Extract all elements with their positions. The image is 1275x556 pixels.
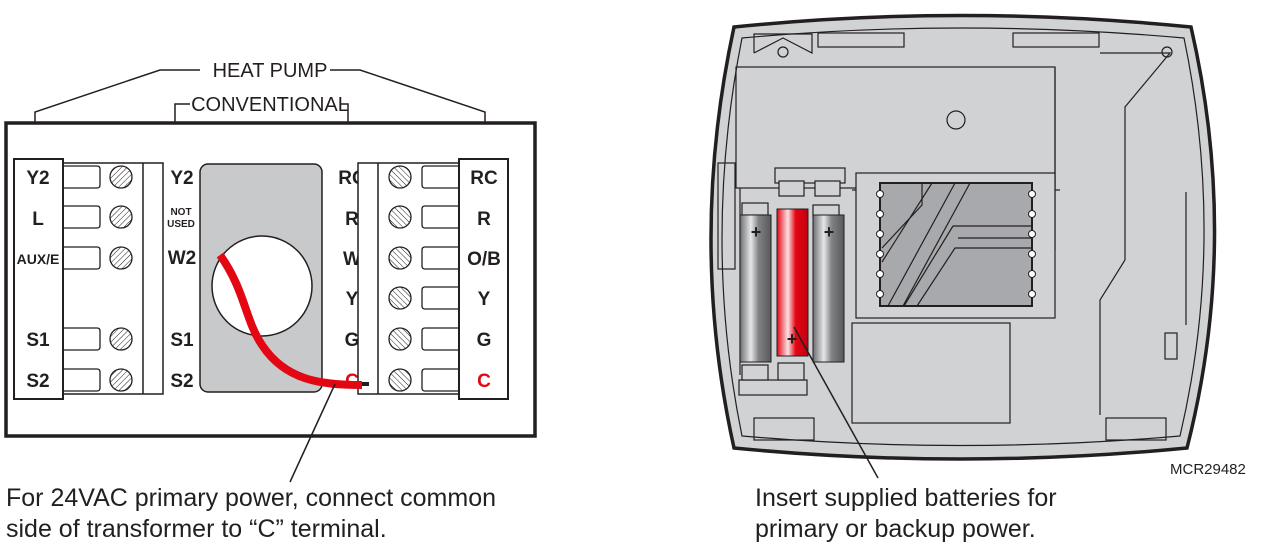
terminal-w2: W2 [168,248,197,269]
board-pin [1028,210,1036,218]
terminal-w: W [343,249,361,270]
terminal-screw-icon [109,165,133,189]
battery-right [812,214,845,363]
terminal-r: R [345,209,359,230]
circuit-board [879,182,1033,307]
terminal-s2: S2 [26,371,49,392]
thermostat-back: + + + MCR29482 Insert supplied batteries… [709,13,1246,543]
wiring-diagram: HEAT PUMP CONVENTIONAL Y2 L AUX/E S1 S2 … [4,60,537,543]
terminal-y: Y [346,289,359,310]
conventional-label: CONVENTIONAL [191,94,349,116]
wiring-caption-line1: For 24VAC primary power, connect common [6,484,496,512]
board-pins [876,190,1036,298]
wiring-caption-line2: side of transformer to “C” terminal. [6,515,387,543]
terminal-aux-e: AUX/E [17,251,60,267]
board-pin [1028,270,1036,278]
terminal-tab [421,165,460,189]
board-pin [1028,230,1036,238]
not-used-line2: USED [167,219,195,230]
terminal-tab [421,368,460,392]
heat-pump-label: HEAT PUMP [213,60,328,82]
terminal-tab [63,246,101,270]
common-wire [216,252,363,389]
battery-plus-middle: + [787,329,798,349]
terminal-tab [421,246,460,270]
wire-tip [362,382,369,386]
board-pin [876,270,884,278]
terminal-tab [63,205,101,229]
board-pin [876,290,884,298]
terminal-screw-icon [388,368,412,392]
caption-leader [289,383,336,483]
battery-caption-line1: Insert supplied batteries for [755,484,1057,512]
terminal-s1: S1 [26,330,50,351]
hp-terminal-r: R [477,209,491,230]
terminal-screw-icon [388,286,412,310]
terminal-s2-conventional: S2 [170,371,193,392]
terminal-y2: Y2 [26,168,49,189]
mounting-hole [946,110,966,130]
terminal-tab [421,286,460,310]
hp-terminal-o-b: O/B [467,249,501,270]
not-used-line1: NOT [170,207,191,218]
right-terminal-block: RC R O/B Y G C [357,158,509,400]
terminal-screw-icon [388,246,412,270]
wire-hole [211,235,313,337]
battery-highlighted [776,208,809,357]
terminal-screw-icon [109,368,133,392]
board-pin [876,230,884,238]
battery-left [739,214,772,363]
board-pin [876,250,884,258]
terminal-tab [63,165,101,189]
terminal-screw-icon [388,205,412,229]
hp-terminal-rc: RC [470,168,498,189]
board-pin [876,210,884,218]
battery-plus-left: + [751,222,762,242]
board-pin [1028,290,1036,298]
terminal-screw-icon [109,327,133,351]
battery-leader [793,326,879,479]
hp-terminal-y: Y [478,289,491,310]
hp-terminal-c: C [477,371,491,392]
board-pin [1028,190,1036,198]
terminal-screw-icon [109,205,133,229]
terminal-l: L [32,209,44,230]
figure-code: MCR29482 [1170,461,1246,478]
terminal-screw-icon [109,246,133,270]
terminal-s1-conventional: S1 [170,330,194,351]
terminal-screw-icon [388,327,412,351]
board-pin [876,190,884,198]
terminal-screw-icon [388,165,412,189]
hp-terminal-g: G [477,330,492,351]
left-terminal-block: Y2 L AUX/E S1 S2 [13,158,164,400]
board-pin [1028,250,1036,258]
terminal-y2-conventional: Y2 [170,168,193,189]
terminal-tab [421,327,460,351]
terminal-tab [63,327,101,351]
battery-caption-line2: primary or backup power. [755,515,1036,543]
terminal-tab [63,368,101,392]
terminal-g: G [345,330,360,351]
terminal-tab [421,205,460,229]
battery-plus-right: + [824,222,835,242]
